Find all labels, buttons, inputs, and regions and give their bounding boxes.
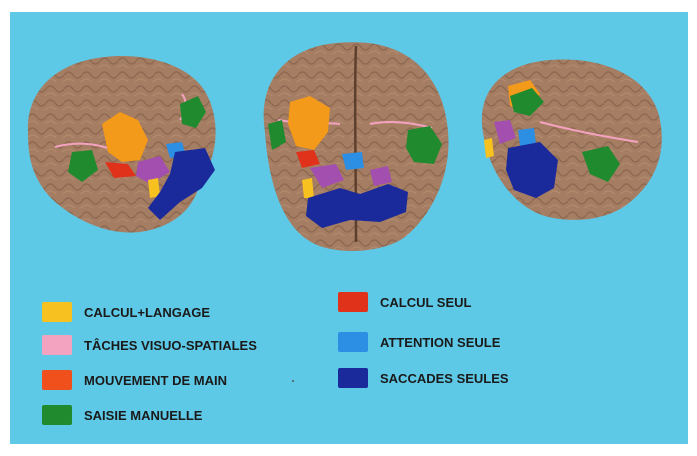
legend-label: ATTENTION SEULE (380, 335, 500, 350)
legend-item-saccades-seules: SACCADES SEULES (338, 368, 509, 388)
legend-label: TÂCHES VISUO-SPATIALES (84, 338, 257, 353)
brain-left-lateral (28, 56, 216, 232)
figure-panel: CALCUL+LANGAGE TÂCHES VISUO-SPATIALES MO… (10, 12, 688, 444)
legend-swatch-red (338, 292, 368, 312)
legend-item-mouvement-de-main: MOUVEMENT DE MAIN (42, 370, 227, 390)
brain-right-lateral (482, 59, 662, 219)
region-yellow (302, 178, 314, 198)
legend-label: MOUVEMENT DE MAIN (84, 373, 227, 388)
legend-label: CALCUL+LANGAGE (84, 305, 210, 320)
legend-swatch-orange-red (42, 370, 72, 390)
legend-item-calcul-langage: CALCUL+LANGAGE (42, 302, 210, 322)
legend-swatch-blue (338, 332, 368, 352)
legend-label: SACCADES SEULES (380, 371, 509, 386)
legend-label: SAISIE MANUELLE (84, 408, 202, 423)
legend-item-calcul-seul: CALCUL SEUL (338, 292, 471, 312)
legend-item-taches-visuo-spatiales: TÂCHES VISUO-SPATIALES (42, 335, 257, 355)
stray-dot (292, 380, 294, 382)
legend-label: CALCUL SEUL (380, 295, 471, 310)
legend-item-attention-seule: ATTENTION SEULE (338, 332, 500, 352)
brain-posterior (264, 42, 449, 251)
legend-swatch-green (42, 405, 72, 425)
legend-swatch-pink (42, 335, 72, 355)
legend-item-saisie-manuelle: SAISIE MANUELLE (42, 405, 202, 425)
brain-views (10, 12, 688, 282)
legend-swatch-yellow (42, 302, 72, 322)
legend-swatch-navy (338, 368, 368, 388)
